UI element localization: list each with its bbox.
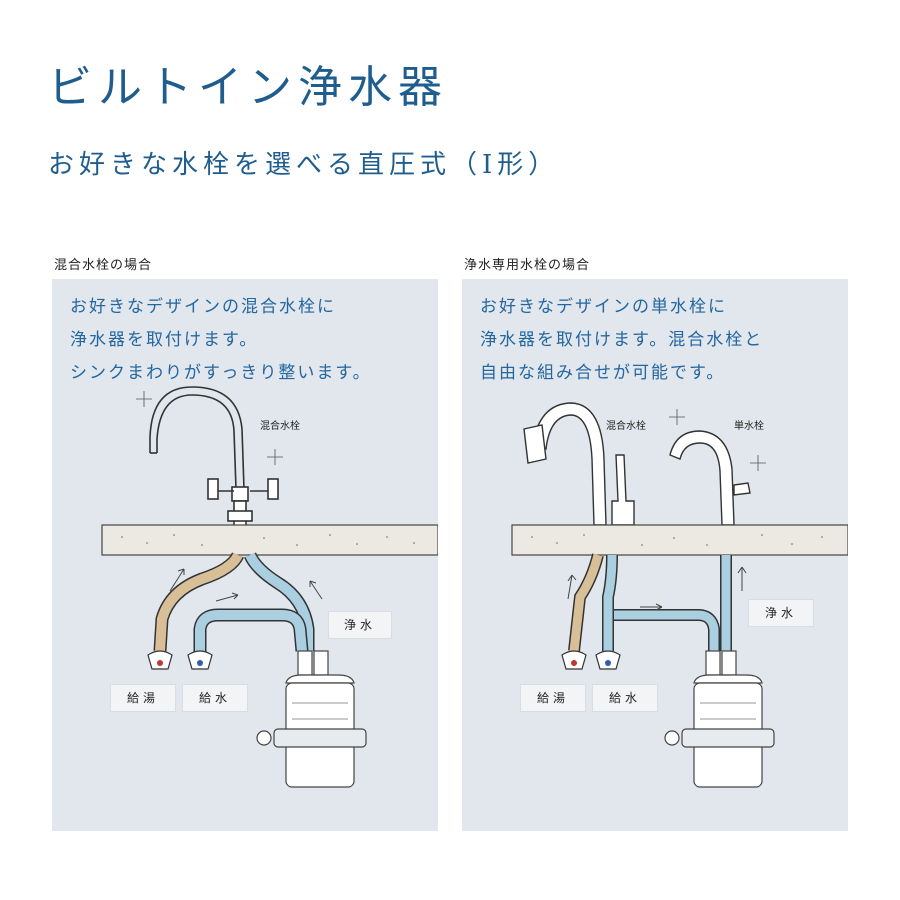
sparkle-icon <box>136 391 152 407</box>
hot-valve-icon <box>147 650 173 670</box>
counter-top <box>511 524 848 556</box>
description-line: シンクまわりがすっきり整います。 <box>70 363 372 383</box>
description-line: 浄水器を取付けます。混合水栓と <box>480 330 764 350</box>
page-subtitle: お好きな水栓を選べる直圧式（I形） <box>48 150 560 180</box>
description-line: お好きなデザインの単水栓に <box>480 297 727 317</box>
filter-cartridge-icon <box>664 650 775 788</box>
description-line: お好きなデザインの混合水栓に <box>70 297 336 317</box>
filter-inlet-pipe <box>614 609 720 651</box>
cold-valve-icon <box>595 650 621 670</box>
cold-valve-icon <box>187 650 213 670</box>
left-panel-description: お好きなデザインの混合水栓に 浄水器を取付けます。 シンクまわりがすっきり整いま… <box>70 291 372 390</box>
hot-valve-icon <box>561 650 587 670</box>
right-panel-label: 浄水専用水栓の場合 <box>464 258 591 273</box>
sparkle-icon <box>750 455 766 471</box>
cold-water-tag: 給水 <box>182 684 248 712</box>
faucet-icon <box>669 430 751 526</box>
left-panel: お好きなデザインの混合水栓に 浄水器を取付けます。 シンクまわりがすっきり整いま… <box>52 279 438 831</box>
hot-water-tag: 給湯 <box>110 684 176 712</box>
right-panel: お好きなデザインの単水栓に 浄水器を取付けます。混合水栓と 自由な組み合せが可能… <box>462 279 848 831</box>
hot-water-tag: 給湯 <box>520 684 586 712</box>
filter-cartridge-icon <box>256 650 367 788</box>
right-illustration <box>511 402 848 788</box>
sparkle-icon <box>267 449 283 465</box>
description-line: 自由な組み合せが可能です。 <box>480 363 726 383</box>
sparkle-icon <box>669 409 685 425</box>
mixer-faucet-label: 混合水栓 <box>606 421 646 432</box>
pure-water-tag: 浄水 <box>328 611 392 639</box>
mixer-faucet-label: 混合水栓 <box>260 421 300 432</box>
page-title: ビルトイン浄水器 <box>48 62 448 113</box>
left-illustration <box>101 386 438 788</box>
cold-water-tag: 給水 <box>592 684 658 712</box>
cold-pipe <box>193 608 309 655</box>
right-panel-description: お好きなデザインの単水栓に 浄水器を取付けます。混合水栓と 自由な組み合せが可能… <box>480 291 763 390</box>
single-faucet-label: 単水栓 <box>734 421 764 432</box>
left-panel-label: 混合水栓の場合 <box>54 258 153 273</box>
pure-water-tag: 浄水 <box>748 599 814 627</box>
description-line: 浄水器を取付けます。 <box>70 330 259 350</box>
faucet-icon <box>149 386 279 530</box>
counter-top <box>101 524 438 556</box>
